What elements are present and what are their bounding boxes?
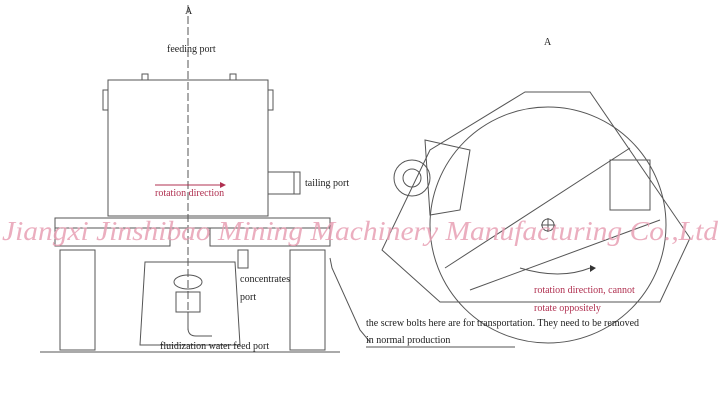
section-mark-right: A: [544, 37, 552, 48]
section-mark-left: A: [185, 6, 193, 17]
watermark: Jiangxi Jinshibao Mining Machinery Manuf…: [2, 216, 719, 246]
concentrates-port-label: concentrates: [240, 274, 290, 285]
bolts-note-1: the screw bolts here are for transportat…: [366, 318, 639, 329]
front-elevation: [40, 5, 371, 353]
concentrates-port-label-2: port: [240, 292, 256, 303]
section-view: [366, 91, 691, 348]
rotation-note-1: rotation direction, cannot: [534, 285, 635, 296]
bolts-note-2: in normal production: [366, 335, 450, 346]
feeding-port-label: feeding port: [167, 44, 216, 55]
rotation-note-2: rotate oppositely: [534, 303, 601, 314]
tailing-port-label: tailing port: [305, 178, 349, 189]
rotation-direction-label: rotation direction: [155, 188, 224, 199]
fluidization-port-label: fluidization water feed port: [160, 341, 269, 352]
